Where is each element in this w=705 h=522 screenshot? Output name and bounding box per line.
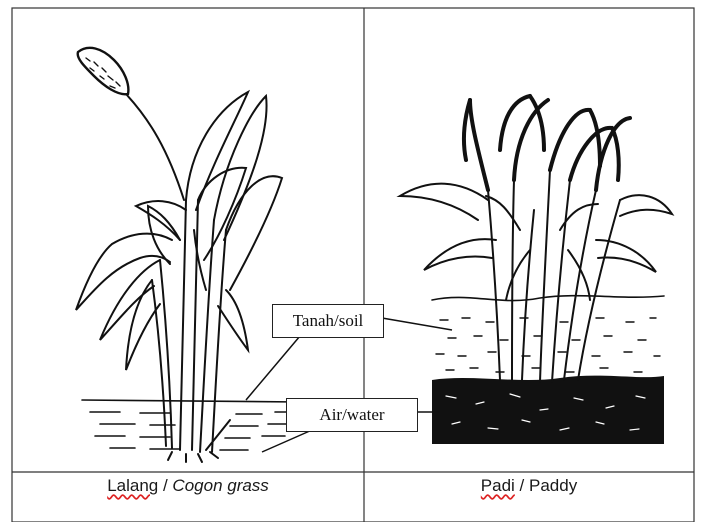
caption-cogon-grass: Lalang / Cogon grass [12,476,364,506]
caption-left-local-name: Lalang [107,476,158,495]
soil-surface [432,296,664,301]
water-label: Air/water [319,405,384,425]
caption-right-local-name: Padi [481,476,515,495]
water-pointer-to-grass [262,430,312,452]
paddy-illustration [400,96,672,444]
caption-left-english-name: Cogon grass [172,476,268,495]
caption-right-english-name: Paddy [529,476,577,495]
caption-left-separator: / [158,476,172,495]
grass-leaves [76,92,282,370]
water-lines-left [82,400,300,450]
paddy-panicles [464,96,630,190]
seed-head [78,48,129,94]
soil-pointer-to-grass [246,336,300,400]
paddy-stems [488,170,620,382]
grass-base [168,452,218,462]
seed-stalk [126,94,184,200]
soil-label: Tanah/soil [293,311,364,331]
caption-paddy: Padi / Paddy [364,476,694,506]
water-label-box: Air/water [286,398,418,432]
cogon-grass-illustration [76,48,300,462]
grass-stems [152,200,230,452]
soil-label-box: Tanah/soil [272,304,384,338]
paddy-leaves [400,184,672,300]
mud-block [432,380,664,444]
soil-texture [436,318,660,372]
caption-right-separator: / [515,476,529,495]
